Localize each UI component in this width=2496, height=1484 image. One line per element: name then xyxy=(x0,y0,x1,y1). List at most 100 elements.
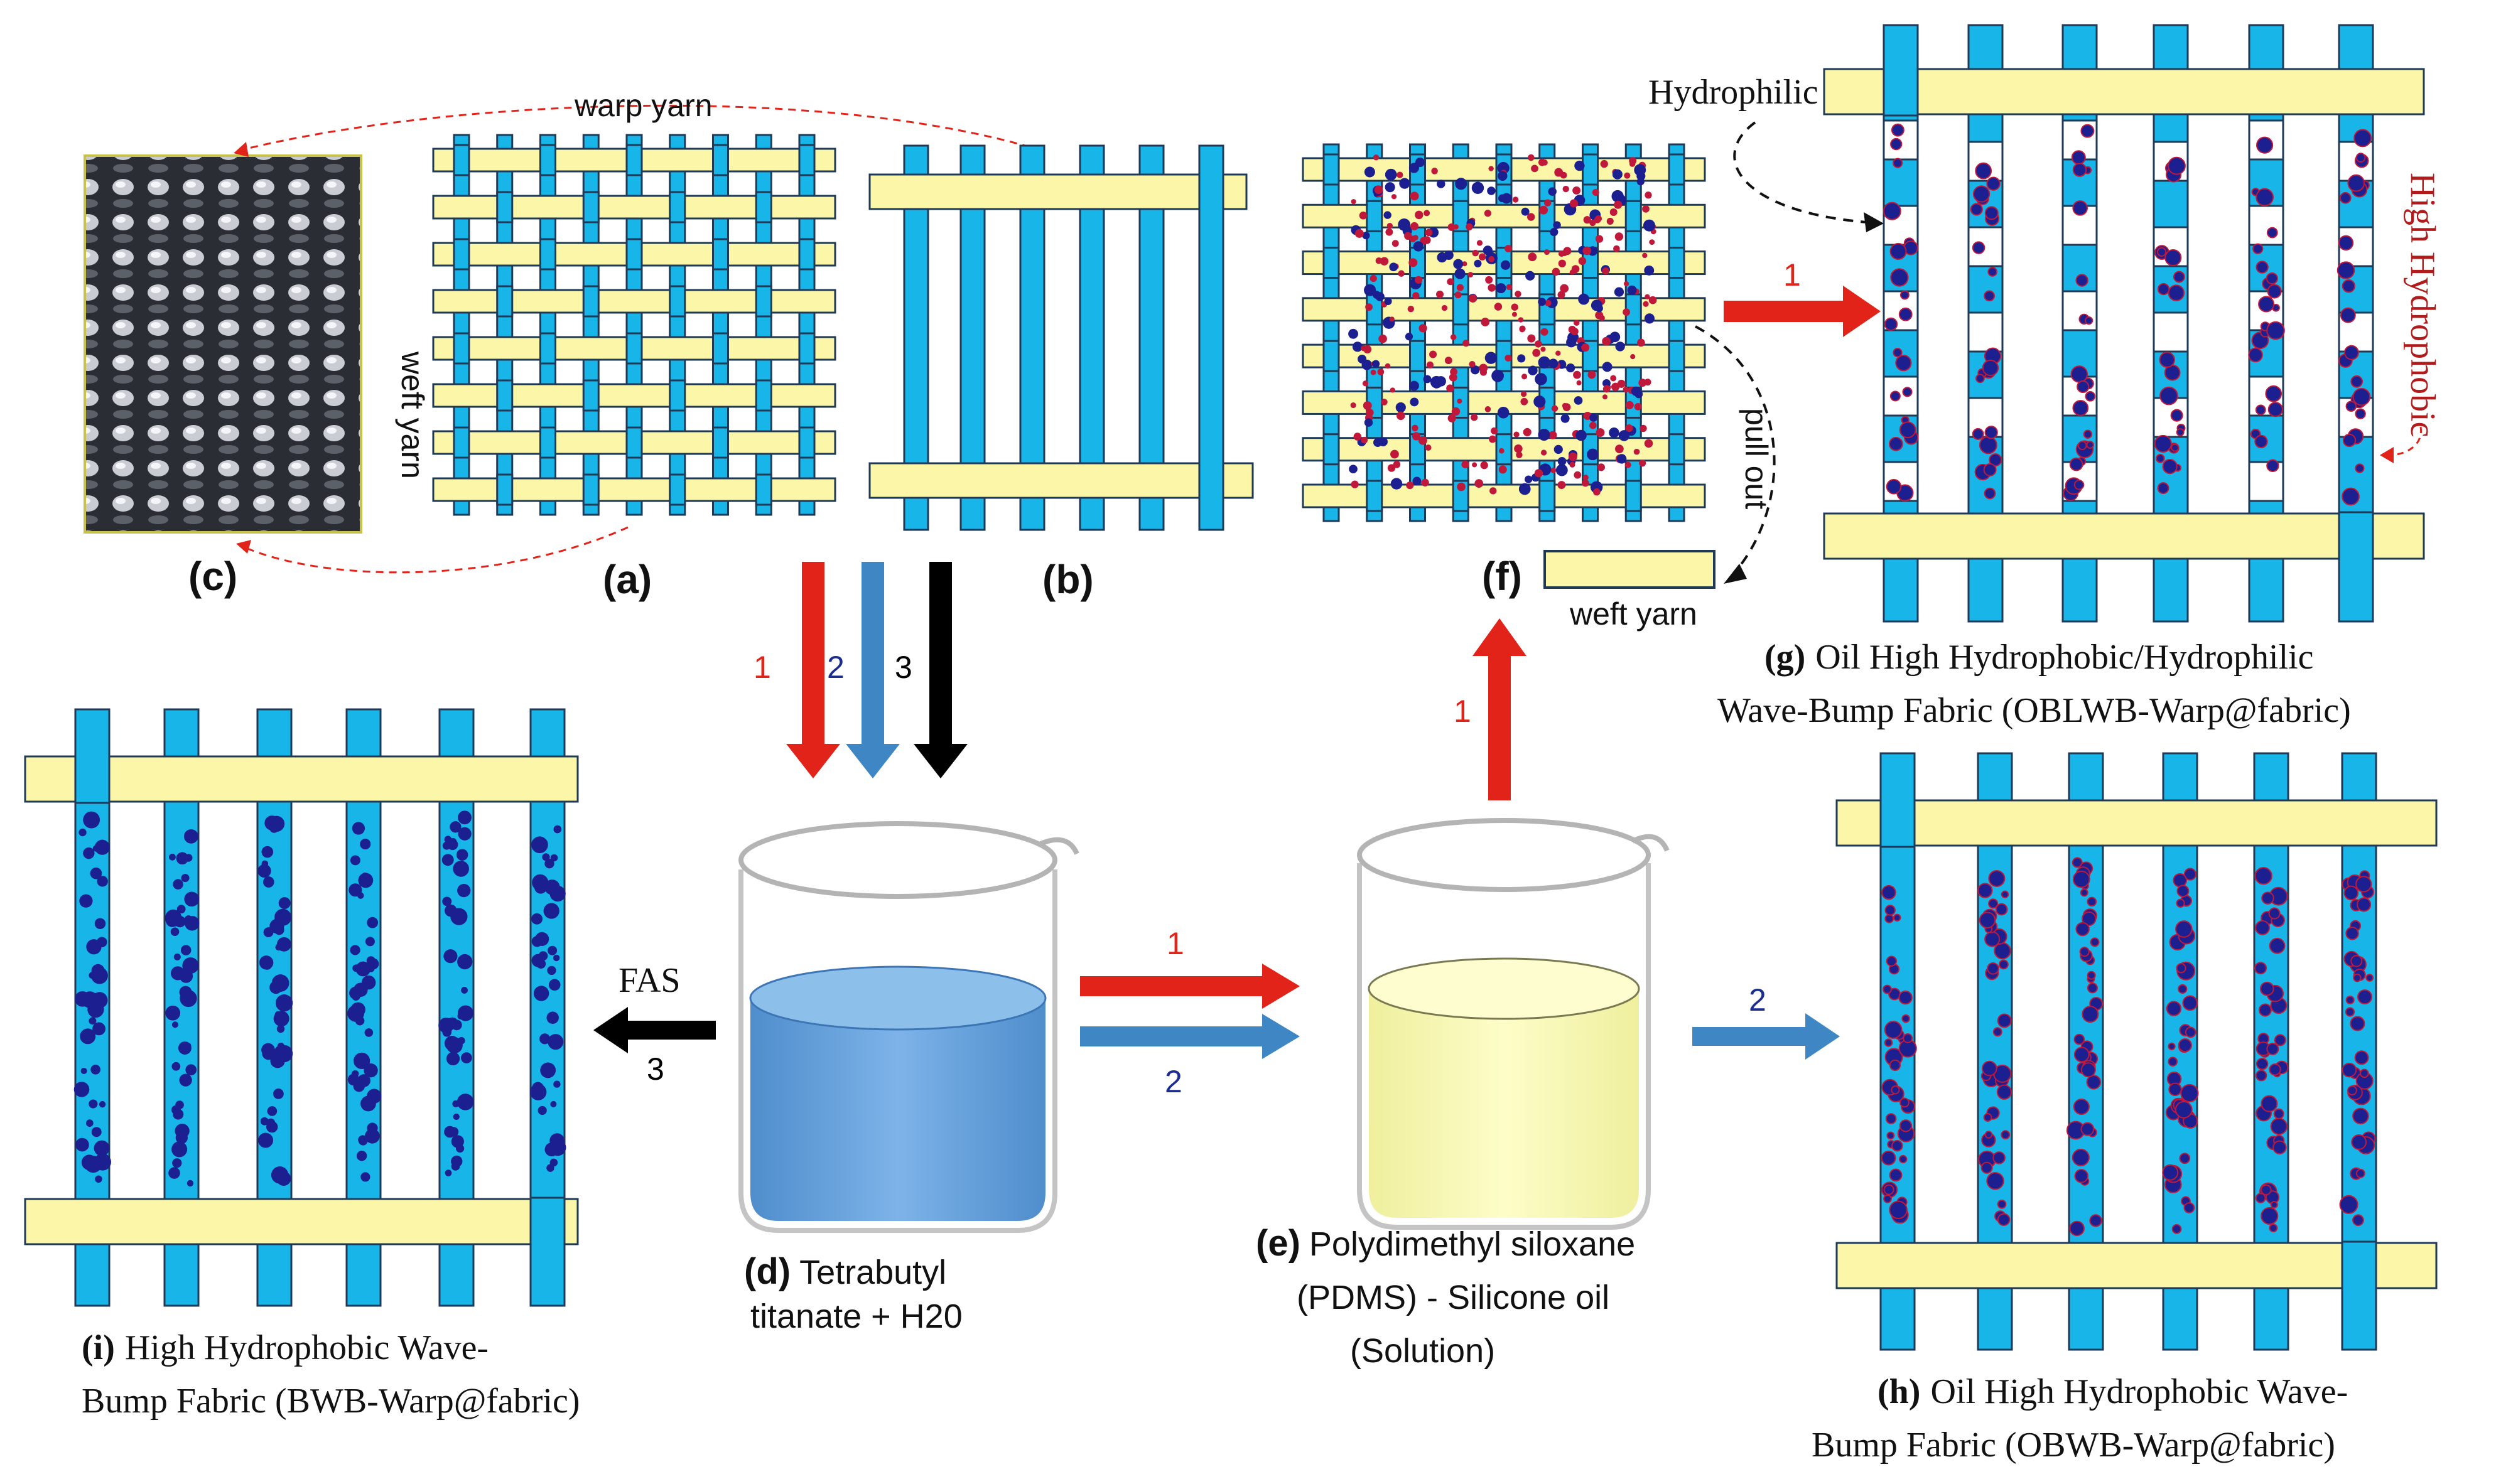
surface-bump xyxy=(99,1100,106,1108)
coating-particle xyxy=(1351,199,1356,205)
coating-particle xyxy=(1548,358,1559,368)
coating-particle xyxy=(1573,370,1581,379)
coating-particle xyxy=(1545,299,1552,306)
coating-particle xyxy=(1521,391,1527,397)
surface-bump xyxy=(89,1099,98,1109)
fabric-g xyxy=(1823,24,2425,623)
surface-bump xyxy=(546,1164,554,1172)
warp-over-segment xyxy=(539,426,556,459)
surface-bump xyxy=(2176,884,2190,898)
woven-fabric-a xyxy=(432,134,836,516)
surface-bump xyxy=(186,1180,194,1187)
coating-particle xyxy=(1372,360,1380,368)
surface-bump xyxy=(1881,1150,1896,1166)
coating-particle xyxy=(1521,207,1530,216)
weft-yarn xyxy=(1835,1242,2438,1289)
warp-over-segment xyxy=(1668,340,1685,372)
coating-particle xyxy=(1618,430,1630,441)
surface-bump xyxy=(451,1019,462,1031)
surface-bump xyxy=(1883,202,1901,220)
coating-particle xyxy=(1471,414,1478,421)
surface-bump xyxy=(1972,428,1984,440)
coating-particle xyxy=(1574,396,1583,405)
coating-particle xyxy=(1610,375,1617,382)
coating-particle xyxy=(1488,284,1496,292)
coating-particle xyxy=(1563,247,1572,255)
surface-bump xyxy=(2342,433,2357,448)
coating-particle xyxy=(1615,341,1625,352)
coating-particle xyxy=(1602,379,1611,387)
coating-particle xyxy=(1624,461,1631,468)
surface-bump xyxy=(367,1122,378,1134)
surface-bump xyxy=(269,981,283,994)
surface-bump xyxy=(355,1016,365,1026)
coating-particle xyxy=(1602,385,1611,393)
coating-particle xyxy=(1581,343,1590,352)
surface-bump xyxy=(273,1011,289,1027)
surface-bump xyxy=(92,1022,105,1036)
coating-particle xyxy=(1527,213,1535,221)
coating-particle xyxy=(1614,287,1624,297)
coating-particle xyxy=(1429,350,1437,358)
coating-particle xyxy=(1373,154,1380,161)
surface-bump xyxy=(2001,890,2009,898)
surface-bump xyxy=(1898,990,1913,1005)
coating-particle xyxy=(1457,482,1466,492)
surface-bump xyxy=(2083,429,2093,439)
warp-over-segment xyxy=(798,426,816,459)
coating-particle xyxy=(1554,168,1564,177)
coating-particle xyxy=(1582,475,1589,481)
surface-bump xyxy=(1884,317,1898,331)
surface-bump xyxy=(2075,922,2090,937)
surface-bump xyxy=(94,1140,110,1156)
warp-over-segment xyxy=(453,426,470,459)
coating-particle xyxy=(1352,341,1363,352)
coating-particle xyxy=(1538,428,1550,441)
coating-particle xyxy=(1360,345,1367,352)
surface-bump xyxy=(2170,409,2183,422)
weft-yarn xyxy=(868,462,1254,499)
surface-bump xyxy=(352,822,365,835)
svg-text:(g)Oil High Hydrophobic/Hydrop: (g)Oil High Hydrophobic/Hydrophilic xyxy=(1764,638,2314,677)
coating-particle xyxy=(1412,476,1422,486)
surface-bump xyxy=(73,1082,90,1097)
warp-over-segment xyxy=(1322,340,1340,372)
coating-particle xyxy=(1474,479,1484,488)
surface-bump xyxy=(2254,867,2272,885)
surface-bump xyxy=(2351,1134,2367,1150)
surface-bump xyxy=(2270,1201,2278,1209)
coating-particle xyxy=(1374,185,1383,194)
coating-particle xyxy=(1437,180,1445,188)
coating-particle xyxy=(1456,284,1464,291)
surface-bump xyxy=(2269,1223,2278,1233)
coating-particle xyxy=(1484,406,1491,412)
surface-bump xyxy=(86,847,94,855)
warp-over-segment xyxy=(798,144,816,176)
coating-particle xyxy=(1562,185,1569,193)
warp-over-segment xyxy=(712,238,729,271)
surface-bump xyxy=(553,1080,561,1088)
surface-bump xyxy=(2273,1108,2284,1119)
surface-bump xyxy=(2178,984,2188,994)
surface-bump xyxy=(1997,1199,2007,1209)
coating-particle xyxy=(1351,480,1359,488)
surface-bump xyxy=(2073,480,2085,490)
coating-particle xyxy=(1644,379,1651,386)
weft-yarn xyxy=(868,173,1248,210)
coating-particle xyxy=(1558,259,1566,267)
coating-particle xyxy=(1431,168,1438,175)
weft-yarn xyxy=(24,1198,579,1245)
surface-bump xyxy=(1886,955,1897,967)
arrow-to-e-red xyxy=(1080,964,1300,1009)
surface-bump xyxy=(2342,1062,2357,1078)
coating-particle xyxy=(1412,424,1418,432)
surface-bump xyxy=(553,825,562,834)
surface-bump xyxy=(365,937,375,947)
surface-bump xyxy=(2069,457,2083,471)
surface-bump xyxy=(278,897,291,910)
surface-bump xyxy=(2175,920,2193,938)
warp-over-segment xyxy=(669,191,686,223)
coating-particle xyxy=(1423,375,1432,384)
coating-particle xyxy=(1639,460,1646,467)
surface-bump xyxy=(443,949,458,964)
